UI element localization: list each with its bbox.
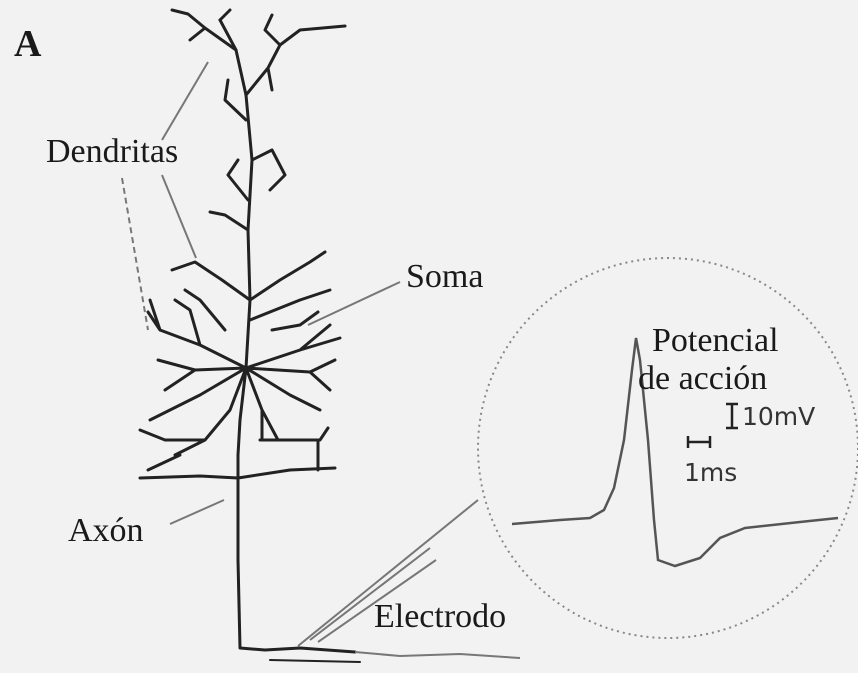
neuron — [140, 10, 360, 662]
dendritas-pointer-2 — [162, 175, 196, 258]
recording-lead — [355, 652, 520, 658]
axon — [238, 478, 355, 652]
soma-label: Soma — [406, 258, 483, 296]
soma-pointer — [308, 282, 400, 325]
time-scale-bar — [688, 436, 710, 448]
axon-label: Axón — [68, 512, 144, 550]
basal-dendrites — [140, 252, 340, 478]
apical-tuft — [172, 10, 345, 230]
apical-dendrite — [220, 20, 252, 368]
action-potential-label-line1: Potencial — [652, 322, 779, 360]
dendritas-pointer-3 — [122, 178, 148, 330]
axon-collateral — [270, 660, 360, 662]
panel-label: A — [14, 22, 41, 66]
voltage-scale-label: 10mV — [742, 402, 815, 431]
action-potential-label-line2: de acción — [638, 360, 767, 398]
dendritas-pointer-1 — [162, 62, 208, 140]
axon-pointer — [170, 500, 224, 524]
dendritas-label: Dendritas — [46, 133, 178, 171]
electrodo-label: Electrodo — [374, 598, 506, 636]
time-scale-label: 1ms — [684, 458, 737, 487]
magnification-circle — [478, 258, 858, 638]
voltage-scale-bar — [726, 404, 738, 428]
scale-bars — [688, 404, 738, 448]
